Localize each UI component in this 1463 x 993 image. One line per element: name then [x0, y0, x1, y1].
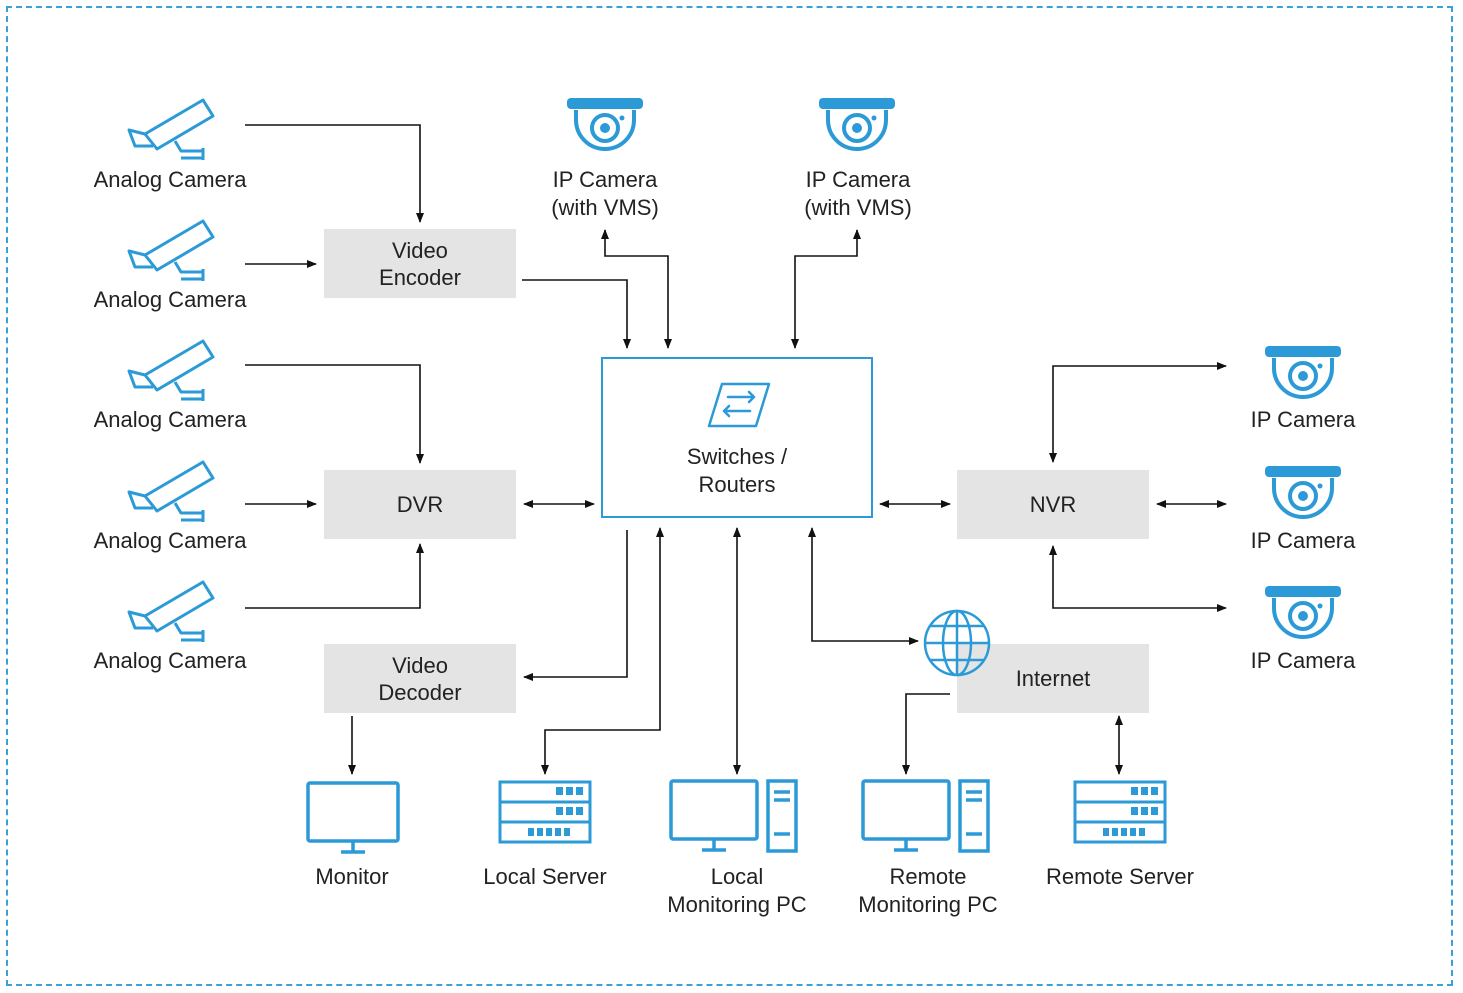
- link-switch-decoder: [523, 530, 628, 681]
- ip-camera-vms-label: IP Camera (with VMS): [551, 167, 659, 220]
- link-nvr-ipcam3: [1049, 545, 1227, 612]
- analog-camera-label: Analog Camera: [93, 287, 247, 312]
- switches-routers-label: Switches / Routers: [686, 444, 788, 497]
- network-switch-icon: [706, 381, 772, 434]
- video-decoder-box: Video Decoder: [324, 644, 516, 713]
- analog-camera-label: Analog Camera: [93, 407, 247, 432]
- link-cam3-dvr: [245, 364, 424, 464]
- local-server-label: Local Server: [483, 864, 607, 889]
- remote-pc-label: Remote Monitoring PC: [858, 864, 998, 917]
- link-switch-localserver: [541, 527, 664, 775]
- cctv-camera-icon: [123, 96, 218, 167]
- globe-icon: [922, 608, 992, 683]
- dashed-border: [6, 6, 1453, 986]
- cctv-camera-icon: [123, 217, 218, 288]
- link-internet-remotepc: [902, 693, 950, 775]
- cctv-camera-icon: [123, 337, 218, 408]
- analog-camera-label: Analog Camera: [93, 167, 247, 192]
- desktop-pc-icon: [860, 778, 992, 861]
- ip-camera-label: IP Camera: [1250, 648, 1356, 673]
- analog-camera-label: Analog Camera: [93, 648, 247, 673]
- link-encoder-switch: [522, 279, 631, 349]
- link-switch-internet: [808, 527, 919, 645]
- dome-camera-icon: [566, 96, 644, 163]
- ip-camera-label: IP Camera: [1250, 407, 1356, 432]
- remote-server-label: Remote Server: [1046, 864, 1194, 889]
- ip-camera-label: IP Camera: [1250, 528, 1356, 553]
- video-encoder-box: Video Encoder: [324, 229, 516, 298]
- server-icon: [498, 780, 592, 851]
- nvr-box: NVR: [957, 470, 1149, 539]
- dome-camera-icon: [818, 96, 896, 163]
- desktop-pc-icon: [668, 778, 800, 861]
- link-ipvms2-switch: [791, 229, 861, 349]
- dome-camera-icon: [1264, 464, 1342, 531]
- dvr-box: DVR: [324, 470, 516, 539]
- dome-camera-icon: [1264, 584, 1342, 651]
- cctv-camera-icon: [123, 578, 218, 649]
- link-nvr-ipcam1: [1049, 362, 1227, 463]
- link-cam1-encoder: [245, 124, 424, 223]
- cctv-camera-icon: [123, 458, 218, 529]
- monitor-label: Monitor: [315, 864, 389, 889]
- link-cam5-dvr: [245, 543, 424, 609]
- link-ipvms1-switch: [601, 229, 672, 349]
- monitor-icon: [305, 780, 401, 861]
- switches-routers-box: Switches / Routers: [601, 357, 873, 518]
- internet-box: Internet: [957, 644, 1149, 713]
- ip-camera-vms-label: IP Camera (with VMS): [804, 167, 912, 220]
- dome-camera-icon: [1264, 344, 1342, 411]
- local-pc-label: Local Monitoring PC: [667, 864, 807, 917]
- analog-camera-label: Analog Camera: [93, 528, 247, 553]
- server-icon: [1073, 780, 1167, 851]
